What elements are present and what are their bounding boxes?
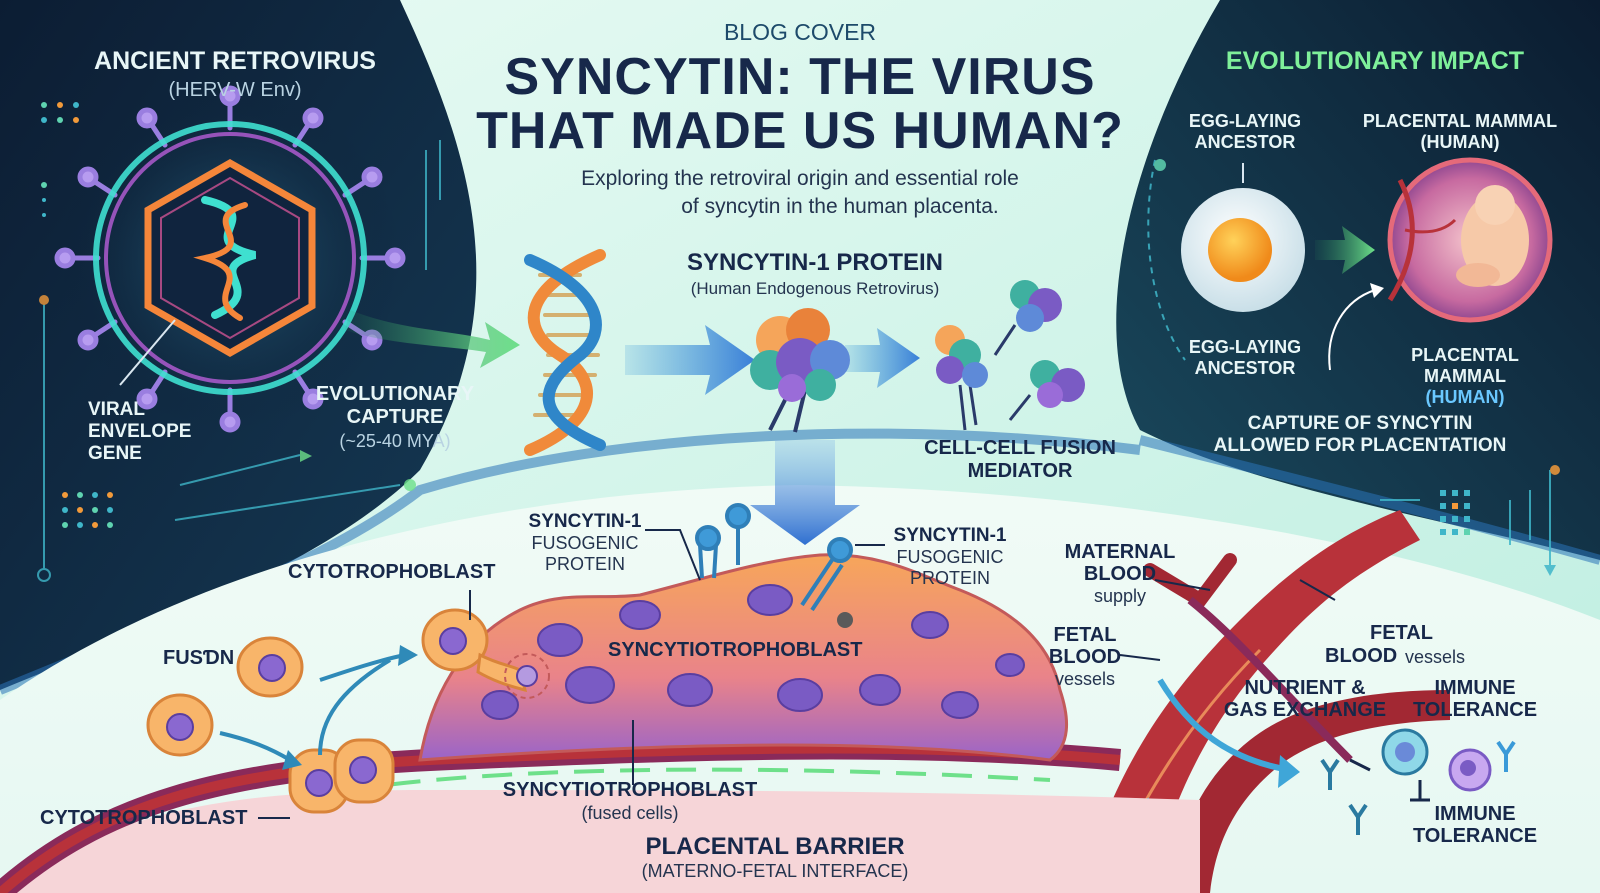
ancient-retrovirus-subtitle: (HERV-W Env) <box>168 79 302 101</box>
nutrient-exchange-1: NUTRIENT & <box>1244 677 1366 699</box>
fusogenic-left-3: PROTEIN <box>544 554 625 574</box>
fusion-proteins <box>935 280 1085 431</box>
right-ribbon <box>1138 435 1600 565</box>
cytotrophoblast-label-top: CYTOTROPHOBLAST <box>288 561 496 583</box>
immune-cells <box>1320 728 1516 835</box>
fusogenic-left-2: FUSOGENIC <box>531 533 639 553</box>
fetal-blood-right-2: BLOOD <box>1325 645 1398 667</box>
viral-gene-label-2: ENVELOPE <box>88 421 192 442</box>
retrovirus-illustration <box>54 85 406 433</box>
maternal-blood-1: MATERNAL <box>1064 541 1176 563</box>
fusion-arrows <box>219 653 406 762</box>
viral-gene-label-1: VIRAL <box>88 399 145 420</box>
immune-tolerance-top-1: IMMUNE <box>1434 677 1516 699</box>
syncytin-receptors <box>695 503 853 612</box>
evolutionary-capture-label-1: EVOLUTIONARY <box>315 383 475 405</box>
nutrient-exchange-2: GAS EXCHANGE <box>1223 699 1387 721</box>
egg-illustration <box>1181 163 1305 312</box>
viral-gene-label-3: GENE <box>88 443 142 464</box>
page-title-line-1: SYNCYTIN: THE VIRUS <box>504 48 1096 106</box>
capture-time: (~25-40 MYA) <box>339 431 451 451</box>
maternal-supply: supply <box>1093 586 1147 606</box>
syncytin-protein <box>750 308 850 433</box>
fused-cells-label: (fused cells) <box>581 803 679 823</box>
egg-label-top-1: EGG-LAYING <box>1188 111 1302 131</box>
egg-to-mammal-arrow <box>1315 226 1375 274</box>
fetal-blood-right-1: FETAL <box>1370 622 1433 644</box>
immune-tolerance-bottom-1: IMMUNE <box>1434 803 1516 825</box>
dot-grid-right <box>1440 490 1470 535</box>
syncytiotrophoblast-label: SYNCYTIOTROPHOBLAST <box>608 639 863 661</box>
womb-illustration <box>1328 157 1553 371</box>
arrow-protein-to-fusion <box>845 328 920 388</box>
fusion-site-marker <box>504 653 550 699</box>
fusion-mediator-label-2: MEDIATOR <box>967 460 1073 482</box>
capture-arrow <box>345 310 520 368</box>
mammal-label-bottom-1: PLACENTAL <box>1411 345 1519 365</box>
subtitle-line-2: of syncytin in the human placenta. <box>681 195 999 218</box>
right-dark-panel <box>1116 0 1600 560</box>
evolutionary-impact-title: EVOLUTIONARY IMPACT <box>1225 47 1525 75</box>
fusogenic-right-1: SYNCYTIN-1 <box>893 525 1007 546</box>
immune-tolerance-top-2: TOLERANCE <box>1412 699 1538 721</box>
mammal-label-bottom-3: (HUMAN) <box>1425 387 1505 407</box>
fetal-blood-right-3: vessels <box>1405 647 1466 667</box>
egg-label-top-2: ANCESTOR <box>1194 132 1296 152</box>
cytotrophoblast-label-bottom: CYTOTROPHOBLAST <box>40 807 248 829</box>
page-title-line-2: THAT MADE US HUMAN? <box>476 102 1124 160</box>
fusogenic-left-1: SYNCYTIN-1 <box>528 511 642 532</box>
syncytin-protein-title: SYNCYTIN-1 PROTEIN <box>686 249 944 276</box>
mammal-label-top-2: (HUMAN) <box>1420 132 1500 152</box>
subtitle-line-1: Exploring the retroviral origin and esse… <box>581 167 1019 190</box>
ancient-retrovirus-title: ANCIENT RETROVIRUS <box>94 47 376 75</box>
blog-cover-kicker: BLOG COVER <box>723 19 877 45</box>
circuit-decoration-left <box>37 140 441 582</box>
fusogenic-right-3: PROTEIN <box>909 568 990 588</box>
conclusion-line-1: CAPTURE OF SYNCYTIN <box>1247 413 1473 434</box>
maternal-blood-2: BLOOD <box>1083 563 1157 585</box>
fetal-blood-left-1: FETAL <box>1053 624 1117 646</box>
egg-label-bottom-1: EGG-LAYING <box>1188 337 1302 357</box>
fetal-vessels-left: vessels <box>1054 669 1116 689</box>
syncytiotrophoblast-layer <box>418 553 1069 762</box>
mammal-label-bottom-2: MAMMAL <box>1424 366 1506 386</box>
cytotrophoblast-nuclei <box>166 627 538 797</box>
arrow-to-placenta <box>750 440 860 545</box>
arrow-dna-to-protein <box>625 325 755 395</box>
immune-tolerance-bottom-2: TOLERANCE <box>1412 825 1538 847</box>
evolutionary-capture-label-2: CAPTURE <box>346 406 444 428</box>
leader-lines <box>258 529 1336 819</box>
fetal-blood-left-2: BLOOD <box>1048 646 1122 668</box>
placental-barrier-title: PLACENTAL BARRIER <box>645 833 905 860</box>
dot-grid-left <box>41 102 113 528</box>
fusion-arrowhead-1 <box>282 750 302 770</box>
fusion-mediator-label-1: CELL-CELL FUSION <box>924 437 1116 459</box>
syncytin-protein-subtitle: (Human Endogenous Retrovirus) <box>690 279 940 298</box>
conclusion-line-2: ALLOWED FOR PLACENTATION <box>1213 435 1507 456</box>
blood-vessels <box>1050 510 1450 893</box>
placental-barrier-subtitle: (MATERNO-FETAL INTERFACE) <box>641 861 909 881</box>
fusion-label: FUSƊN <box>163 647 235 669</box>
fusogenic-right-2: FUSOGENIC <box>896 547 1004 567</box>
egg-label-bottom-2: ANCESTOR <box>1194 358 1296 378</box>
circuit-decoration-right <box>1147 159 1560 576</box>
dna-helix <box>524 249 606 456</box>
syncytiotrophoblast-bottom-label: SYNCYTIOTROPHOBLAST <box>502 779 758 801</box>
fusion-arrowhead-2 <box>398 645 418 666</box>
mammal-label-top-1: PLACENTAL MAMMAL <box>1362 111 1558 131</box>
